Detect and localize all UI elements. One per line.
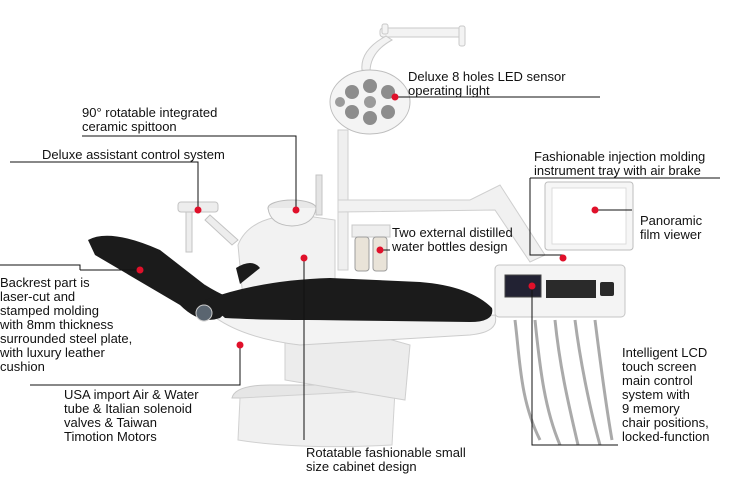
armrest-knob xyxy=(195,304,213,322)
operating-light-arm xyxy=(361,23,466,73)
water-bottles xyxy=(351,224,391,272)
assistant-control-label: Deluxe assistant control system xyxy=(42,147,225,162)
film-viewer xyxy=(544,181,634,251)
cabinet-label: Rotatable fashionable small size cabinet… xyxy=(306,445,466,474)
callout-lines xyxy=(0,96,720,446)
led-operating-light xyxy=(329,69,411,135)
operating-light-label: Deluxe 8 holes LED sensor operating ligh… xyxy=(408,69,566,98)
instrument-arm xyxy=(337,184,546,263)
spittoon-label: 90° rotatable integrated ceramic spittoo… xyxy=(82,105,218,134)
film-viewer-label: Panoramic film viewer xyxy=(640,213,703,242)
lcd-screen-label: Intelligent LCD touch screen main contro… xyxy=(622,345,710,444)
usa-import-label: USA import Air & Water tube & Italian so… xyxy=(64,387,199,444)
backrest-label: Backrest part is laser-cut and stamped m… xyxy=(0,275,133,374)
delivery-unit xyxy=(494,264,626,446)
assistant-arm xyxy=(177,201,239,253)
callout-markers xyxy=(136,93,599,349)
water-bottles-label: Two external distilled water bottles des… xyxy=(392,225,513,254)
leather-cushion xyxy=(88,235,493,322)
injection-tray-label: Fashionable injection molding instrument… xyxy=(534,149,706,178)
